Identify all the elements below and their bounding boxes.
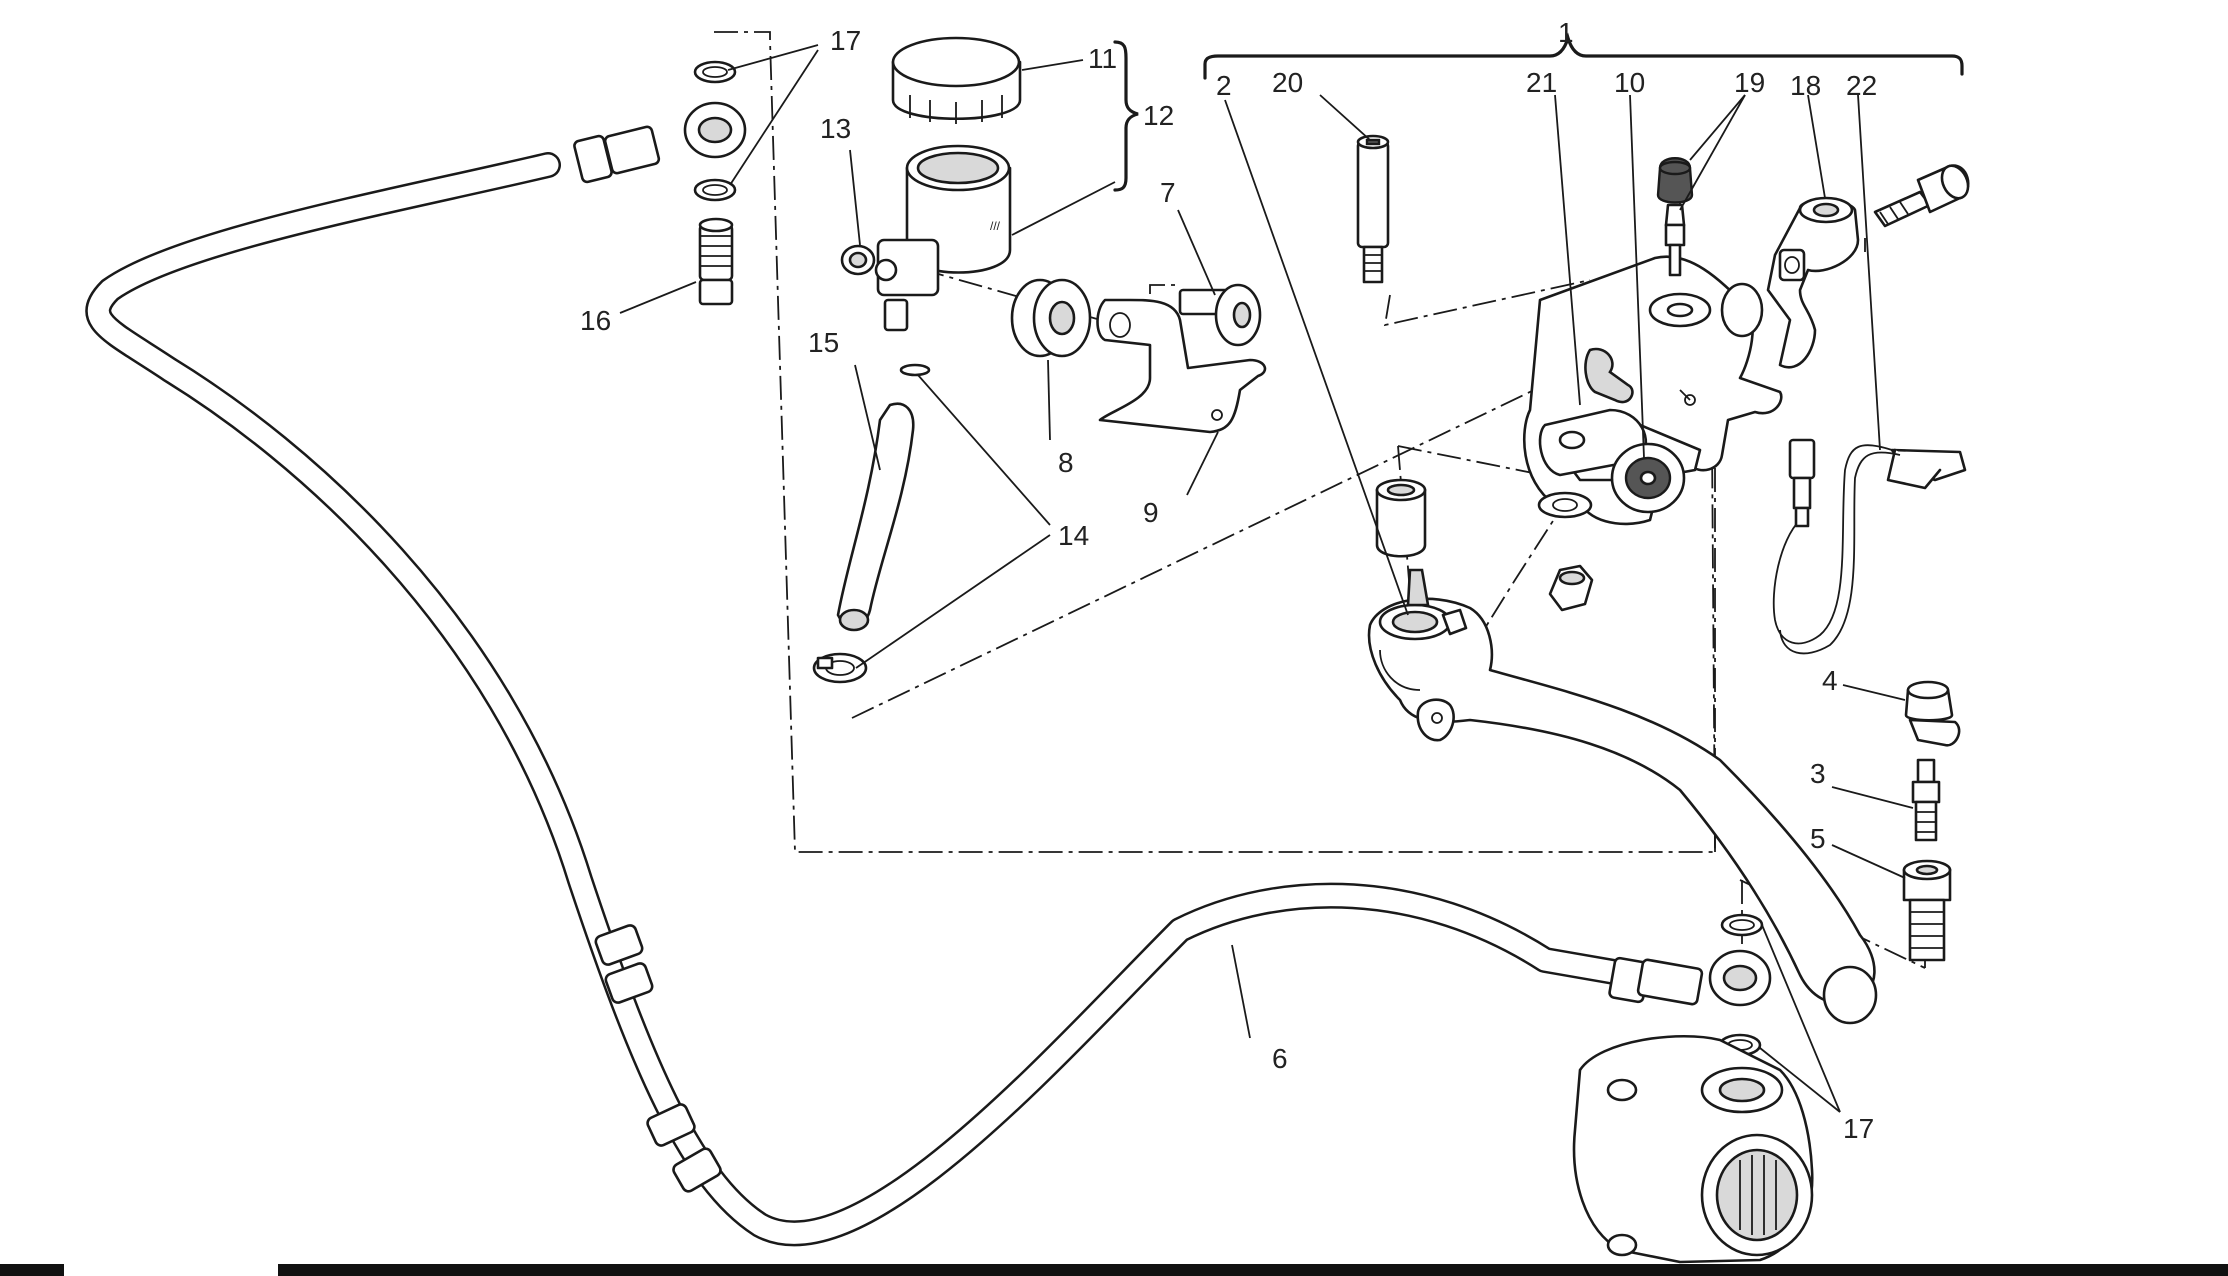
callout-12: 12	[1143, 100, 1174, 131]
callout-18: 18	[1790, 70, 1821, 101]
banjo-bolt-5	[1902, 859, 1952, 962]
banjo-bolt-16	[698, 217, 734, 306]
callout-7: 7	[1160, 177, 1176, 208]
top-banjo-fitting	[683, 60, 747, 306]
clutch-lever-2	[1367, 568, 1878, 1025]
callout-20: 20	[1272, 67, 1303, 98]
bleed-cap-4	[1904, 680, 1961, 747]
callout-16: 16	[580, 305, 611, 336]
callout-19: 19	[1734, 67, 1765, 98]
callout-3: 3	[1810, 758, 1826, 789]
grommet-13	[840, 244, 876, 276]
leader-lines	[619, 44, 1914, 1113]
callout-1: 1	[1558, 17, 1574, 48]
hose-ferrule-bottom	[1636, 958, 1704, 1006]
screw-7	[1178, 283, 1262, 347]
hose-sleeve-4	[672, 1147, 722, 1193]
bleed-valve-19	[1664, 203, 1686, 277]
sealing-washer-top-lower	[693, 178, 737, 202]
bleed-valve-3	[1911, 758, 1941, 842]
callout-21: 21	[1526, 67, 1557, 98]
bottom-rule-right	[278, 1264, 2228, 1276]
callout-6: 6	[1272, 1043, 1288, 1074]
hose-clamp-14-top	[899, 363, 931, 377]
callout-13: 13	[820, 113, 851, 144]
hose-sleeve-2	[604, 962, 654, 1004]
pivot-pin-20	[1356, 134, 1390, 284]
slave-cylinder	[1572, 1034, 1814, 1264]
bottom-rule-left	[0, 1264, 64, 1276]
callout-10: 10	[1614, 67, 1645, 98]
pivot-bushing	[1375, 478, 1427, 558]
hose-clamp-14-bottom	[812, 652, 868, 684]
svg-text:///: ///	[990, 219, 1001, 233]
reservoir-body-12: ///	[874, 144, 1012, 332]
hose-sleeve-1	[594, 924, 644, 966]
bleed-cap-19	[1656, 157, 1694, 204]
callout-2: 2	[1216, 70, 1232, 101]
reservoir-cap-11	[891, 36, 1022, 124]
callout-22: 22	[1846, 70, 1877, 101]
rubber-grommet-8	[1010, 278, 1092, 358]
callout-8: 8	[1058, 447, 1074, 478]
adjuster-screw-21	[1584, 347, 1634, 404]
callout-17-bottom: 17	[1843, 1113, 1874, 1144]
handlebar-clamp-18	[1766, 196, 1860, 369]
callout-14: 14	[1058, 520, 1089, 551]
hose-ferrule-top	[603, 125, 661, 175]
reservoir-bracket-9	[1096, 298, 1267, 434]
callout-4: 4	[1822, 665, 1838, 696]
clamp-bolt	[1873, 164, 1970, 228]
clutch-hose	[85, 125, 1704, 1247]
reservoir-tube-15	[836, 402, 915, 632]
callout-bracket-12	[1113, 40, 1139, 192]
clutch-switch-22	[1772, 438, 1967, 655]
callout-bracket-1	[1203, 32, 1964, 80]
callout-15: 15	[808, 327, 839, 358]
callout-17-top: 17	[830, 25, 861, 56]
master-cylinder-body	[1522, 255, 1783, 612]
sealing-washer-bottom-upper	[1720, 913, 1764, 937]
callout-9: 9	[1143, 497, 1159, 528]
bottom-banjo-fitting	[1708, 913, 1772, 1057]
callout-11: 11	[1088, 43, 1117, 74]
callout-5: 5	[1810, 823, 1826, 854]
callout-labels: 1 2 20 21 10 19 18 22 17 11 12 13 7 16 1…	[580, 17, 1877, 1144]
hose-sleeve-3	[646, 1103, 696, 1147]
sealing-washer-top-upper	[693, 60, 737, 84]
